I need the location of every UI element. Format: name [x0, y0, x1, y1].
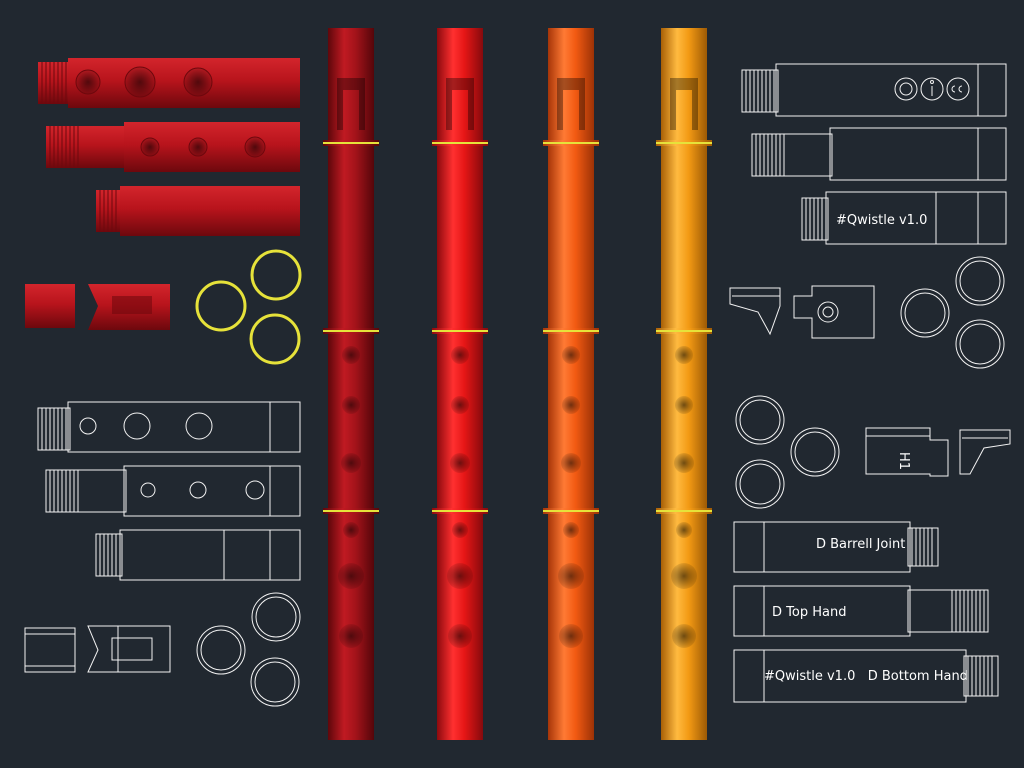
wire-top-hand-part-right [751, 127, 1007, 181]
whistle-red [432, 28, 488, 740]
license-badges [894, 77, 970, 101]
open-icon [894, 77, 918, 101]
top-hand-label: D Top Hand [772, 605, 846, 620]
joint-tag-label: H1 [896, 452, 911, 470]
whistle-dark-red [323, 28, 379, 740]
solid-top-hand-part [46, 122, 300, 172]
whistle-amber [656, 28, 712, 740]
info-icon [920, 77, 944, 101]
wire-brand-part [801, 191, 1007, 245]
wire-small-blocks-top [729, 285, 875, 339]
wire-bottom-hand-right [733, 649, 999, 703]
solid-barrel-joint-part [96, 186, 300, 236]
wire-bottom-hand-part [37, 401, 301, 453]
wire-top-hand-part [45, 465, 301, 517]
wire-head-parts [24, 625, 171, 673]
cc-icon [946, 77, 970, 101]
bottom-hand-label: #Qwistle v1.0 D Bottom Hand [764, 669, 968, 684]
wire-barrel-joint-right [733, 521, 939, 573]
wire-o-rings-right-mid [735, 395, 840, 509]
wire-o-rings-left [196, 592, 301, 707]
wire-head-part [741, 63, 1007, 117]
barrel-joint-label: D Barrell Joint [816, 537, 905, 552]
wire-o-rings-right-top [900, 256, 1005, 369]
wire-joint-tag-part [865, 427, 1011, 477]
wire-top-hand-right [733, 585, 989, 637]
yellow-o-rings [195, 249, 302, 365]
solid-bottom-hand-part [38, 58, 300, 108]
head-brand-label: #Qwistle v1.0 [836, 213, 927, 228]
wire-barrel-joint-part [95, 529, 301, 581]
solid-head-parts [25, 284, 170, 330]
whistle-orange [543, 28, 599, 740]
assembled-whistles [323, 28, 712, 740]
